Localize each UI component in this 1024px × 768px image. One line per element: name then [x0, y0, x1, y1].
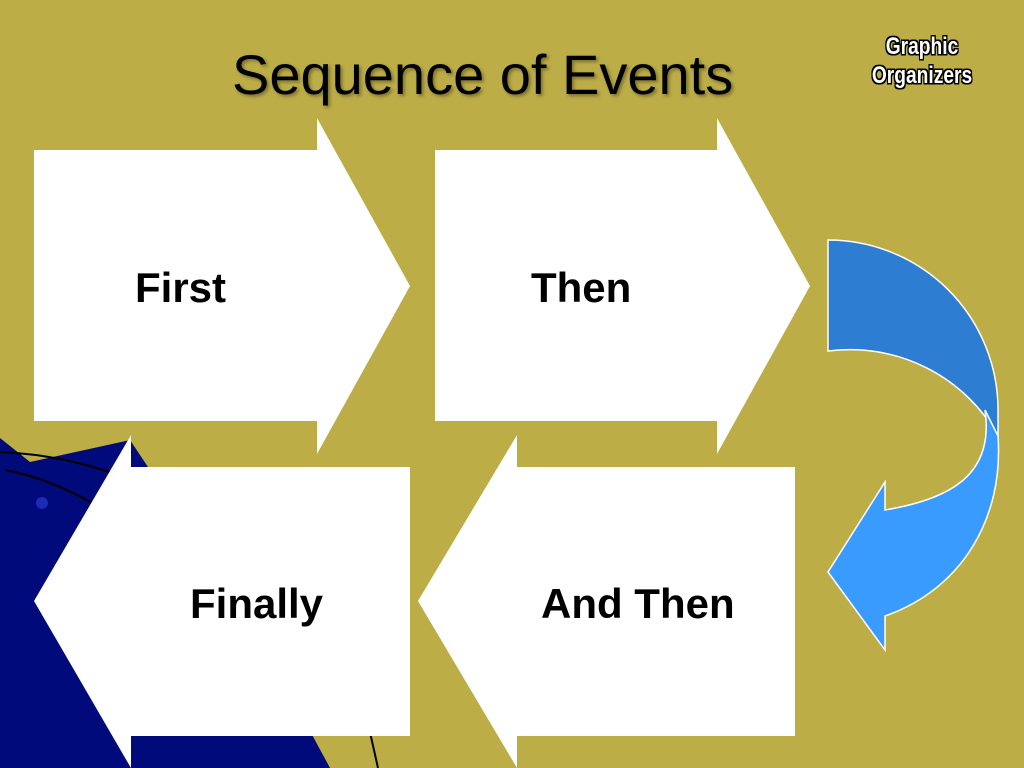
curved-arrow-upper	[827, 239, 999, 439]
badge-line-1: Graphic	[885, 33, 959, 60]
curved-arrow-lower	[827, 409, 1000, 653]
step-arrow-first	[34, 118, 410, 454]
step-arrow-and-then	[418, 435, 795, 768]
step-arrow-finally	[34, 435, 410, 768]
decoration-dot	[36, 497, 48, 509]
step-label-first: First	[135, 264, 227, 311]
graphic-organizers-badge: Graphic Organizers	[866, 32, 978, 90]
step-label-then: Then	[531, 264, 632, 311]
badge-line-2: Organizers	[871, 62, 973, 89]
step-label-and-then: And Then	[541, 580, 735, 627]
step-label-finally: Finally	[190, 580, 324, 627]
slide-title: Sequence of Events	[232, 43, 734, 106]
step-arrow-then	[435, 118, 810, 454]
